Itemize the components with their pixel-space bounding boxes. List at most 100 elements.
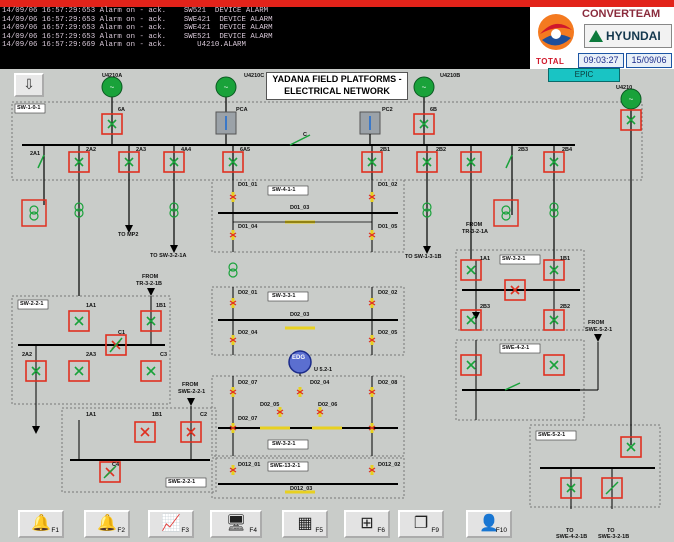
toolbar-button-f6[interactable]: ⊞F6 [344, 510, 390, 538]
trend-chart-icon: 📈 [161, 515, 181, 532]
breaker-label: 1B1 [156, 303, 167, 309]
breaker-label: 1A1 [86, 412, 97, 418]
breaker-label: C1 [118, 330, 126, 336]
converteam-brand-text: CONVERTEAM [582, 8, 661, 20]
gen-label-u4210b: U4210B [440, 73, 461, 79]
breaker-label: 4A4 [181, 147, 192, 153]
breaker-label: D012_01 [238, 462, 261, 468]
breaker-label: 2B4 [562, 147, 573, 153]
breaker-label: 2A2 [22, 352, 33, 358]
to-swe42-label: TO [566, 528, 574, 534]
breaker-label: C3 [160, 352, 168, 358]
toolbar-button-f3[interactable]: 📈F3 [148, 510, 194, 538]
page-title: YADANA FIELD PLATFORMS - ELECTRICAL NETW… [266, 72, 408, 100]
sw22-label: SW-2-2-1 [20, 301, 44, 307]
breaker-label: D02_04 [238, 330, 258, 336]
breaker-label: 1A1 [480, 256, 491, 262]
sw41-label: SW-4-1-1 [272, 187, 296, 193]
breaker-label: 1A1 [86, 303, 97, 309]
back-button[interactable]: ⇩ [14, 73, 44, 97]
edg-sub-label: U 5.2-1 [314, 367, 333, 373]
sw32-label: SW-3-2-1 [272, 441, 296, 447]
workstation-icon: 🖥 [225, 515, 247, 532]
breaker-label: 2A3 [136, 147, 147, 153]
edg-icon [288, 350, 312, 374]
breaker-label: D02_07 [238, 416, 258, 422]
from-swe22b-label: SWE-2-2-1 [178, 389, 206, 395]
hyundai-triangle-icon [589, 30, 603, 42]
breaker-label: D01_04 [238, 224, 258, 230]
breaker-label: 2A3 [86, 352, 97, 358]
toolbar-button-f4[interactable]: 🖥F4 [210, 510, 262, 538]
breaker-label: 6A5 [240, 147, 251, 153]
toolbar-button-f2[interactable]: 🔔F2 [84, 510, 130, 538]
breaker-label: 2B2 [436, 147, 447, 153]
toolbar-button-f9[interactable]: ❐F9 [398, 510, 444, 538]
breaker-label: 2B3 [480, 304, 491, 310]
alarm-line[interactable]: 14/09/06 16:57:29:653 Alarm on - ack. SW… [2, 15, 273, 24]
page-title-line2: ELECTRICAL NETWORK [284, 86, 390, 96]
hyundai-logo: HYUNDAI [584, 24, 672, 48]
alarm-line[interactable]: 14/09/06 16:57:29:653 Alarm on - ack. SW… [2, 32, 273, 41]
breaker-label: D02_03 [290, 312, 310, 318]
breaker-label: 1B1 [152, 412, 163, 418]
bell-ring-icon: 🔔 [31, 515, 51, 532]
to-swe32-label: TO [607, 528, 615, 534]
status-indicator[interactable]: EPIC [548, 68, 620, 82]
breaker-label: D01_03 [290, 205, 310, 211]
toolbar-button-f10[interactable]: 👤F10 [466, 510, 512, 538]
breaker-label: D01_02 [378, 182, 398, 188]
breaker-label: D02_05 [260, 402, 280, 408]
breaker-label: D01_05 [378, 224, 398, 230]
breaker-label: D02_01 [238, 290, 258, 296]
toolbar-button-f1[interactable]: 🔔F1 [18, 510, 64, 538]
alarm-list[interactable]: 14/09/06 16:57:29:653 Alarm on - ack. SW… [0, 7, 530, 69]
panel-outlines [11, 101, 661, 508]
breaker-label: 2B1 [380, 147, 391, 153]
breaker-label: D012_03 [290, 486, 313, 492]
feeder-sw13-label: TO SW-1-3-1B [405, 254, 442, 260]
from-tr1-label: FROM [142, 274, 159, 280]
breaker-label: PCA [236, 107, 248, 113]
generator-u4210a-icon [101, 76, 123, 98]
hyundai-brand-text: HYUNDAI [606, 29, 661, 43]
top-red-bar [0, 0, 674, 7]
from-swe52-label: FROM [588, 320, 605, 326]
breaker-label: D012_02 [378, 462, 401, 468]
from-tr2b-label: TR-3-2-1A [462, 229, 488, 235]
breaker-label: D02_05 [378, 330, 398, 336]
branding-area: TOTAL CONVERTEAM HYUNDAI 09:03:27 15/09/… [530, 7, 674, 69]
from-swe52b-label: SWE-5-2-1 [585, 327, 613, 333]
alarm-line[interactable]: 14/09/06 16:57:29:653 Alarm on - ack. SW… [2, 24, 273, 33]
gen-label-u4210: U4210 [616, 85, 633, 91]
to-swe42b-label: SWE-4-2-1B [556, 534, 588, 540]
breaker-label: C [303, 132, 307, 138]
user-icon: 👤 [479, 515, 499, 532]
breaker-label: 1B1 [560, 256, 571, 262]
sw32b-label: SW-3-2-1 [502, 256, 526, 262]
from-tr1b-label: TR-3-2-1B [136, 281, 162, 287]
breaker-label: D02_02 [378, 290, 398, 296]
total-logo-icon [538, 14, 574, 50]
sw52-label: SWE-5-2-1 [538, 432, 566, 438]
single-line-diagram: ~ [11, 76, 661, 509]
page-title-line1: YADANA FIELD PLATFORMS - [272, 74, 402, 84]
gen-label-u4210c: U4210C [244, 73, 265, 79]
breaker-label: 6A [118, 107, 126, 113]
toolbar-button-f5[interactable]: ▦F5 [282, 510, 328, 538]
clock-time: 09:03:27 [578, 53, 624, 68]
breaker-label: 2A1 [30, 151, 41, 157]
feeder-mp2-label: TO MP2 [118, 232, 139, 238]
from-tr2-label: FROM [466, 222, 483, 228]
edg-label: EDG [292, 355, 306, 361]
feeder-sw32-label: TO SW-3-2-1A [150, 253, 187, 259]
breaker-label: D02_06 [318, 402, 338, 408]
alarm-line[interactable]: 14/09/06 16:57:29:653 Alarm on - ack. SW… [2, 7, 269, 15]
breaker-label: D02_08 [378, 380, 398, 386]
network-icon: ⊞ [360, 515, 374, 532]
alarm-line[interactable]: 14/09/06 16:57:29:669 Alarm on - ack. U4… [2, 41, 246, 50]
breaker-label: D02_07 [238, 380, 258, 386]
bell-icon: 🔔 [97, 515, 117, 532]
back-arrow-icon: ⇩ [23, 76, 35, 92]
breaker-label: 2B2 [560, 304, 571, 310]
